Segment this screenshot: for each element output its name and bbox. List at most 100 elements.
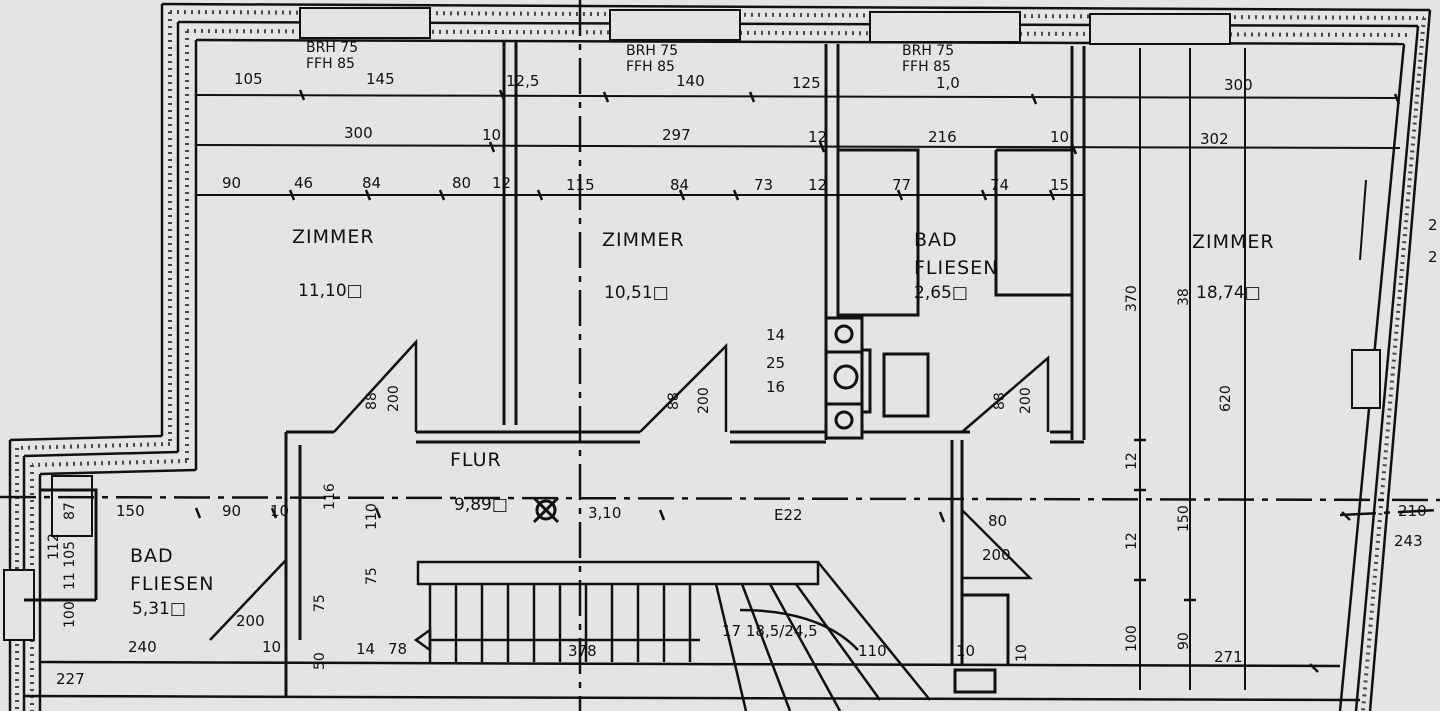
room-name-zimmer-3: ZIMMER	[1192, 231, 1275, 253]
axis-marker	[532, 496, 560, 524]
dim-r3-a: 90	[222, 174, 241, 192]
outer-dim-a: 210	[1398, 502, 1427, 520]
dim-r2-d: 12	[808, 128, 827, 146]
dim-r3-e: 12	[492, 174, 511, 192]
right-dim-a: 370	[1124, 285, 1140, 312]
dim-r3-l: 15	[1050, 176, 1069, 194]
room-finish-bad-top: FLIESEN	[914, 257, 998, 279]
right-dim-b: 38	[1176, 288, 1192, 306]
right-dim-g: 90	[1176, 632, 1192, 650]
right-dim-j: 10	[1014, 644, 1030, 662]
flur-dim-c: 10	[270, 502, 289, 520]
bad-left-dim-c: 11 105	[62, 541, 78, 590]
dim-r2-g: 302	[1200, 130, 1229, 148]
window-note-1-line1: BRH 75	[306, 40, 358, 56]
left-window	[3, 475, 93, 641]
dim-r3-g: 84	[670, 176, 689, 194]
bad-left-dim-e: 200	[236, 612, 265, 630]
dim-r1-c: 12,5	[506, 72, 539, 90]
door-1-width: 88	[364, 392, 380, 410]
room-name-zimmer-2: ZIMMER	[602, 229, 685, 251]
right-dimensions: 370 38 620 12 150 100 90 271 12 10	[1014, 285, 1243, 666]
room-area-zimmer-3: 18,74□	[1196, 283, 1261, 303]
right-window	[1351, 179, 1381, 409]
bad-left-dim-f: 240	[128, 638, 157, 656]
room-area-flur: 9,89□	[454, 495, 508, 515]
dim-r1-d: 140	[676, 72, 705, 90]
flur-dim-b: 90	[222, 502, 241, 520]
room-zimmer-2: ZIMMER 10,51□	[602, 229, 685, 303]
dim-r3-i: 12	[808, 176, 827, 194]
dim-r3-b: 46	[294, 174, 313, 192]
bad-left-dim-b: 112	[46, 533, 62, 560]
flue-label-b: 25	[766, 354, 785, 372]
flur-dim-e: E22	[774, 506, 803, 524]
dim-r1-g: 300	[1224, 76, 1253, 94]
dim-r2-e: 216	[928, 128, 957, 146]
right-dim-i: 12	[1124, 532, 1140, 550]
tick-marks	[194, 89, 1401, 673]
dim-r2-c: 297	[662, 126, 691, 144]
right-dim-f: 100	[1124, 625, 1140, 652]
bad-left-dim-a: 87	[62, 502, 78, 520]
window-note-2-line2: FFH 85	[626, 59, 675, 75]
dim-r3-c: 84	[362, 174, 381, 192]
door-2-height: 200	[696, 387, 712, 414]
dim-r1-f: 1,0	[936, 74, 960, 92]
flur-dim-a: 150	[116, 502, 145, 520]
window-note-1-line2: FFH 85	[306, 56, 355, 72]
outer-dim-d: 2	[1428, 248, 1438, 266]
room-finish-bad-left: FLIESEN	[130, 573, 214, 595]
dim-r3-d: 80	[452, 174, 471, 192]
outer-dim-c: 2	[1428, 216, 1438, 234]
dim-r3-j: 77	[892, 176, 911, 194]
door-3-height: 200	[1018, 387, 1034, 414]
outer-dim-b: 243	[1394, 532, 1423, 550]
right-dim-h: 271	[1214, 648, 1243, 666]
flur-dimensions: 150 90 10 3,10 E22 116 110 75	[116, 483, 803, 585]
bad-left-dim-k: 14	[356, 640, 375, 658]
room-name-bad-top: BAD	[914, 229, 958, 251]
room-zimmer-1: ZIMMER 11,10□	[292, 226, 374, 301]
room-area-zimmer-2: 10,51□	[604, 283, 669, 303]
dimension-lines	[39, 48, 1401, 690]
door-labels: 88 200 88 200 88 200 80 200	[364, 385, 1034, 564]
door-3-width: 88	[992, 392, 1008, 410]
outer-dimensions: 210 243 2 2	[1394, 216, 1438, 550]
room-area-bad-left: 5,31□	[132, 599, 186, 619]
stairs	[413, 560, 931, 711]
flur-dim-h: 75	[364, 567, 380, 585]
room-zimmer-3: ZIMMER 18,74□	[1192, 231, 1275, 303]
dimension-row-1: 105 145 12,5 140 125 1,0 300	[234, 70, 1253, 94]
door-2-width: 88	[666, 392, 682, 410]
flue-label-a: 14	[766, 326, 785, 344]
bad-left-dim-h: 227	[56, 670, 85, 688]
bad-left-dim-j: 50	[312, 652, 328, 670]
window-note-2-line1: BRH 75	[626, 43, 678, 59]
bad-left-dim-d: 100	[62, 601, 78, 628]
bad-left-dim-i: 75	[312, 594, 328, 612]
dim-r3-f: 115	[566, 176, 595, 194]
dim-r3-h: 73	[754, 176, 773, 194]
bad-left-dim-g: 10	[262, 638, 281, 656]
stair-width: 110	[858, 642, 887, 660]
room-bad-top: BAD FLIESEN 2,65□	[914, 229, 998, 303]
right-dim-d: 12	[1124, 452, 1140, 470]
dim-r2-a: 300	[344, 124, 373, 142]
right-dim-e: 150	[1176, 505, 1192, 532]
door-4-width: 80	[988, 512, 1007, 530]
room-area-bad-top: 2,65□	[914, 283, 968, 303]
flur-dim-d: 3,10	[588, 504, 621, 522]
dimension-row-3: 90 46 84 80 12 115 84 73 12 77 74 15	[222, 174, 1069, 194]
window-note-3-line1: BRH 75	[902, 43, 954, 59]
room-bad-left: BAD FLIESEN 5,31□	[130, 545, 214, 619]
flue-labels: 14 25 16	[766, 326, 785, 396]
flur-dim-f: 116	[322, 483, 338, 510]
dim-r1-a: 105	[234, 70, 263, 88]
flue-label-c: 16	[766, 378, 785, 396]
stair-d: 10	[956, 642, 975, 660]
bad-left-dimensions: 87 112 11 105 100 200 240 10 227 75 50 1…	[46, 502, 407, 688]
top-windows	[299, 7, 1231, 45]
